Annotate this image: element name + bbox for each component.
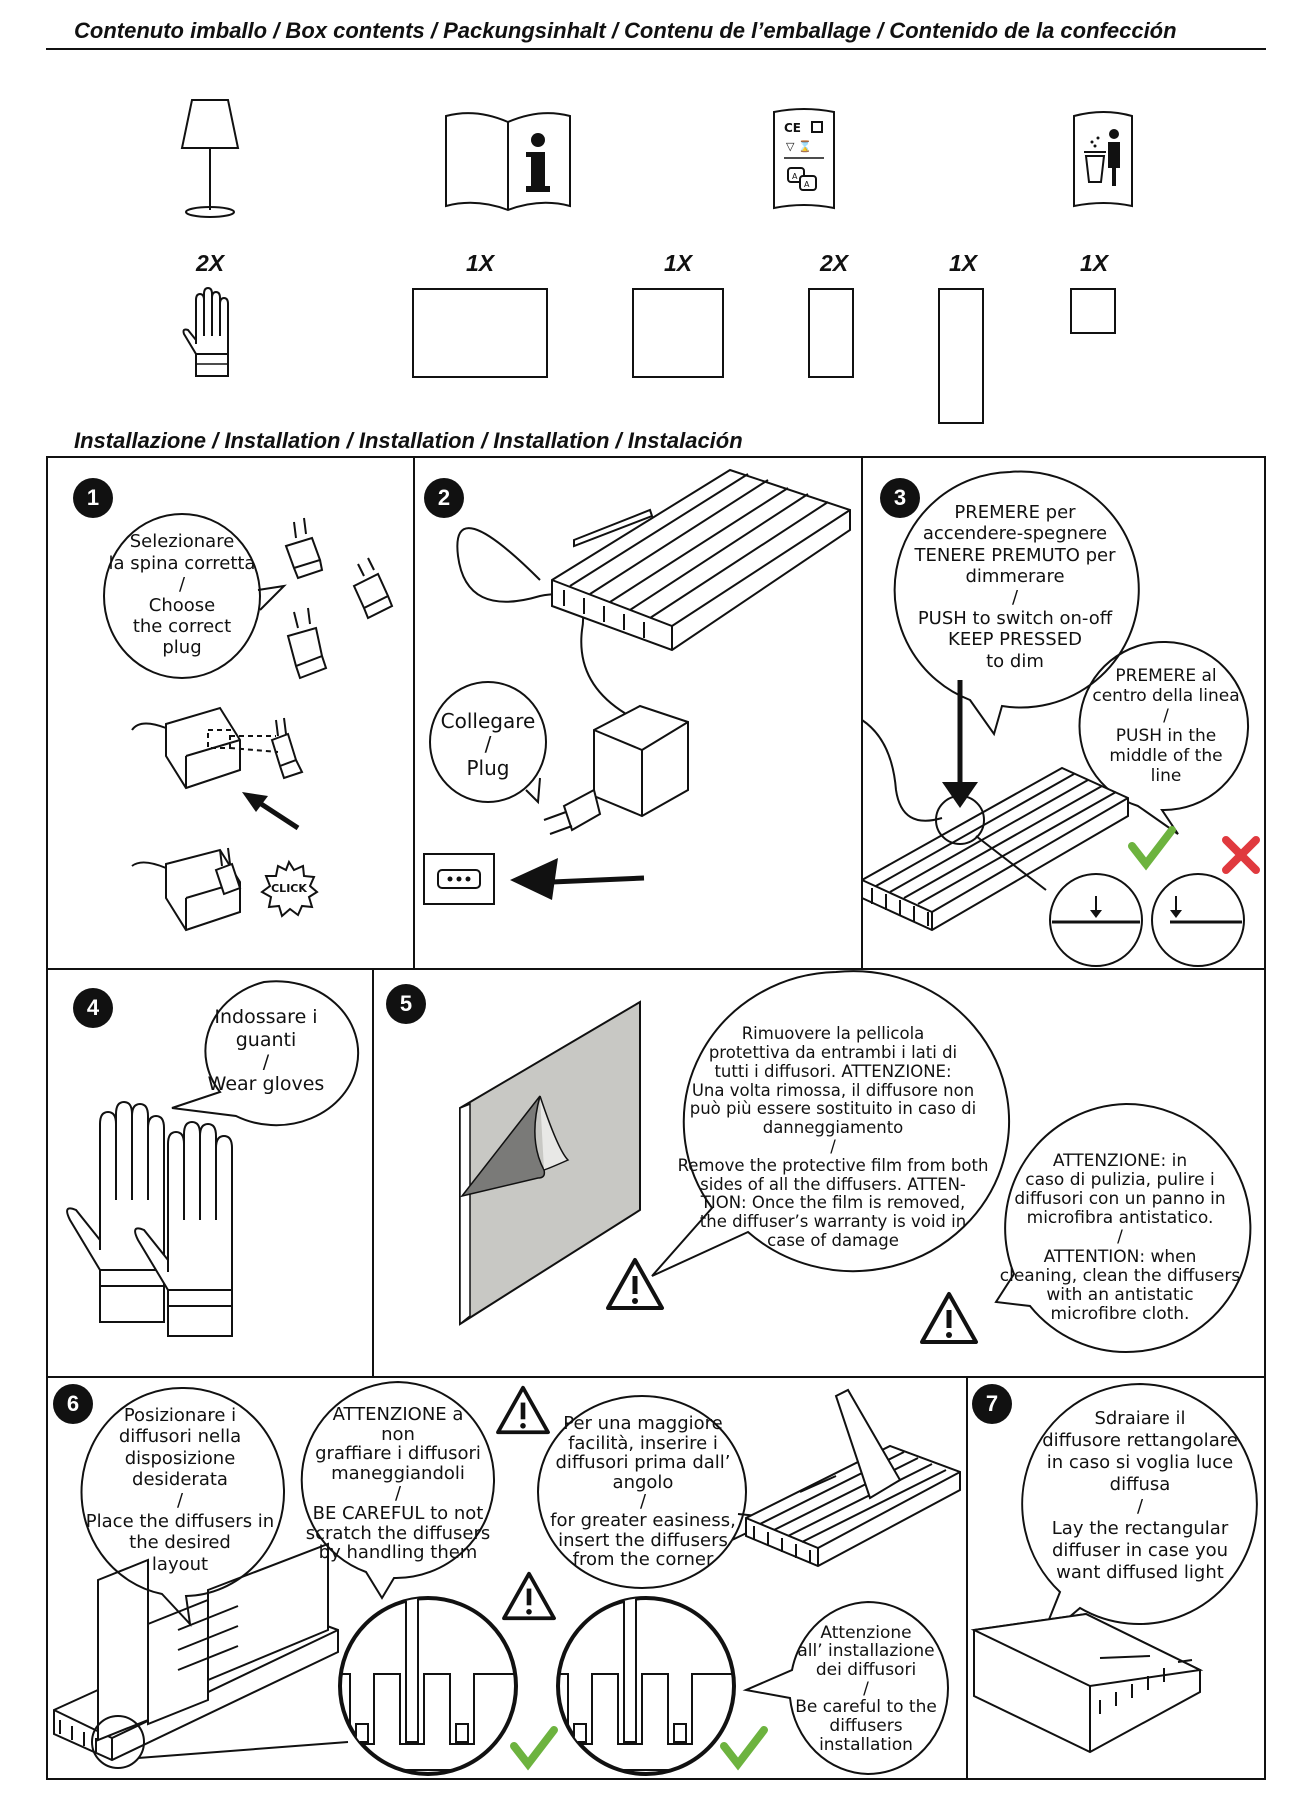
step-5-bubble-a-shape bbox=[651, 970, 1011, 1277]
step-7-number: 7 bbox=[972, 1384, 1012, 1424]
installation-heading: Installazione / Installation / Installat… bbox=[74, 428, 743, 453]
step-2-bubble-shape bbox=[429, 680, 547, 805]
quantity-small-diffuser: 1X bbox=[1080, 250, 1109, 276]
click-label: CLICK bbox=[271, 882, 307, 895]
power-socket-icon bbox=[423, 853, 495, 905]
step-6-bubble-d-shape bbox=[742, 1600, 949, 1776]
step-4-bubble-shape bbox=[171, 980, 360, 1127]
warning-triangle-icon bbox=[920, 1292, 978, 1344]
glove-icon bbox=[182, 286, 229, 377]
step-1-bubble-shape bbox=[103, 512, 287, 680]
step-6-lamp-diffusers-illustration bbox=[53, 1542, 349, 1769]
quantity-large-diffuser: 1X bbox=[466, 250, 495, 276]
checkmark-icon bbox=[720, 1726, 768, 1771]
quantity-narrow-diffuser: 2X bbox=[820, 250, 849, 276]
step-5-bubble-b-shape bbox=[994, 1102, 1252, 1353]
warning-triangle-icon bbox=[502, 1571, 556, 1621]
step-7-bubble-shape bbox=[1021, 1382, 1258, 1643]
heading-rule bbox=[46, 48, 1266, 50]
plug-in-arrow bbox=[510, 858, 645, 900]
cross-icon bbox=[1222, 836, 1260, 874]
correct-insertion-detail-b bbox=[556, 1596, 736, 1776]
wrong-press-detail bbox=[1151, 873, 1245, 967]
click-icon bbox=[260, 859, 319, 918]
quantity-gloves: 2X bbox=[196, 250, 225, 276]
adapter-attach-illustration bbox=[131, 706, 304, 831]
plug-adapters-illustration bbox=[284, 517, 394, 680]
info-manual-icon bbox=[445, 112, 571, 212]
checkmark-icon bbox=[1128, 826, 1176, 871]
quantity-long-diffuser: 1X bbox=[949, 250, 978, 276]
correct-insertion-detail-a bbox=[338, 1596, 518, 1776]
diffuser-square bbox=[632, 288, 724, 378]
diffuser-long bbox=[938, 288, 984, 424]
corner-insert-illustration bbox=[745, 1388, 961, 1568]
box-contents-heading: Contenuto imballo / Box contents / Packu… bbox=[74, 18, 1177, 43]
correct-press-detail bbox=[1049, 873, 1143, 967]
step-2-bubble: Collegare/Plug bbox=[440, 708, 536, 780]
step-6-bubble-a-shape bbox=[80, 1386, 285, 1628]
adapter-assembled-illustration bbox=[131, 847, 242, 932]
step-3-lamp-push-illustration bbox=[861, 680, 1129, 932]
diffuser-film-illustration bbox=[459, 1000, 641, 1326]
step-3-bubble-b-shape bbox=[1078, 640, 1250, 835]
warning-triangle-icon bbox=[496, 1385, 550, 1435]
checkmark-icon bbox=[510, 1726, 558, 1771]
weee-disposal-leaflet-icon bbox=[1073, 111, 1133, 208]
diffuser-small bbox=[1070, 288, 1116, 334]
step-5-number: 5 bbox=[386, 984, 426, 1024]
step-6-number: 6 bbox=[53, 1384, 93, 1424]
diffuser-large-rectangle bbox=[412, 288, 548, 378]
step-4-number: 4 bbox=[73, 988, 113, 1028]
ce-certification-leaflet-icon: CE ▽ ⌛ A A bbox=[773, 108, 835, 210]
step-3-number: 3 bbox=[880, 478, 920, 518]
step-7-panel bbox=[966, 1376, 1266, 1780]
step-3-bubble-a-shape bbox=[893, 470, 1140, 737]
quantity-square-diffuser: 1X bbox=[664, 250, 693, 276]
gloves-illustration bbox=[66, 1100, 233, 1337]
warning-triangle-icon bbox=[606, 1258, 664, 1310]
svg-text:▽ ⌛: ▽ ⌛ bbox=[786, 140, 812, 153]
svg-text:CE: CE bbox=[784, 121, 801, 135]
diffuser-narrow bbox=[808, 288, 854, 378]
step-1-number: 1 bbox=[73, 478, 113, 518]
table-lamp-icon bbox=[180, 99, 240, 218]
step-6-bubble-b-shape bbox=[300, 1380, 495, 1600]
svg-text:A: A bbox=[804, 180, 810, 189]
step-2-lamp-cable-illustration bbox=[456, 468, 851, 835]
step-7-flat-diffuser-illustration bbox=[970, 1612, 1204, 1754]
step-2-number: 2 bbox=[424, 478, 464, 518]
svg-text:A: A bbox=[792, 172, 798, 181]
